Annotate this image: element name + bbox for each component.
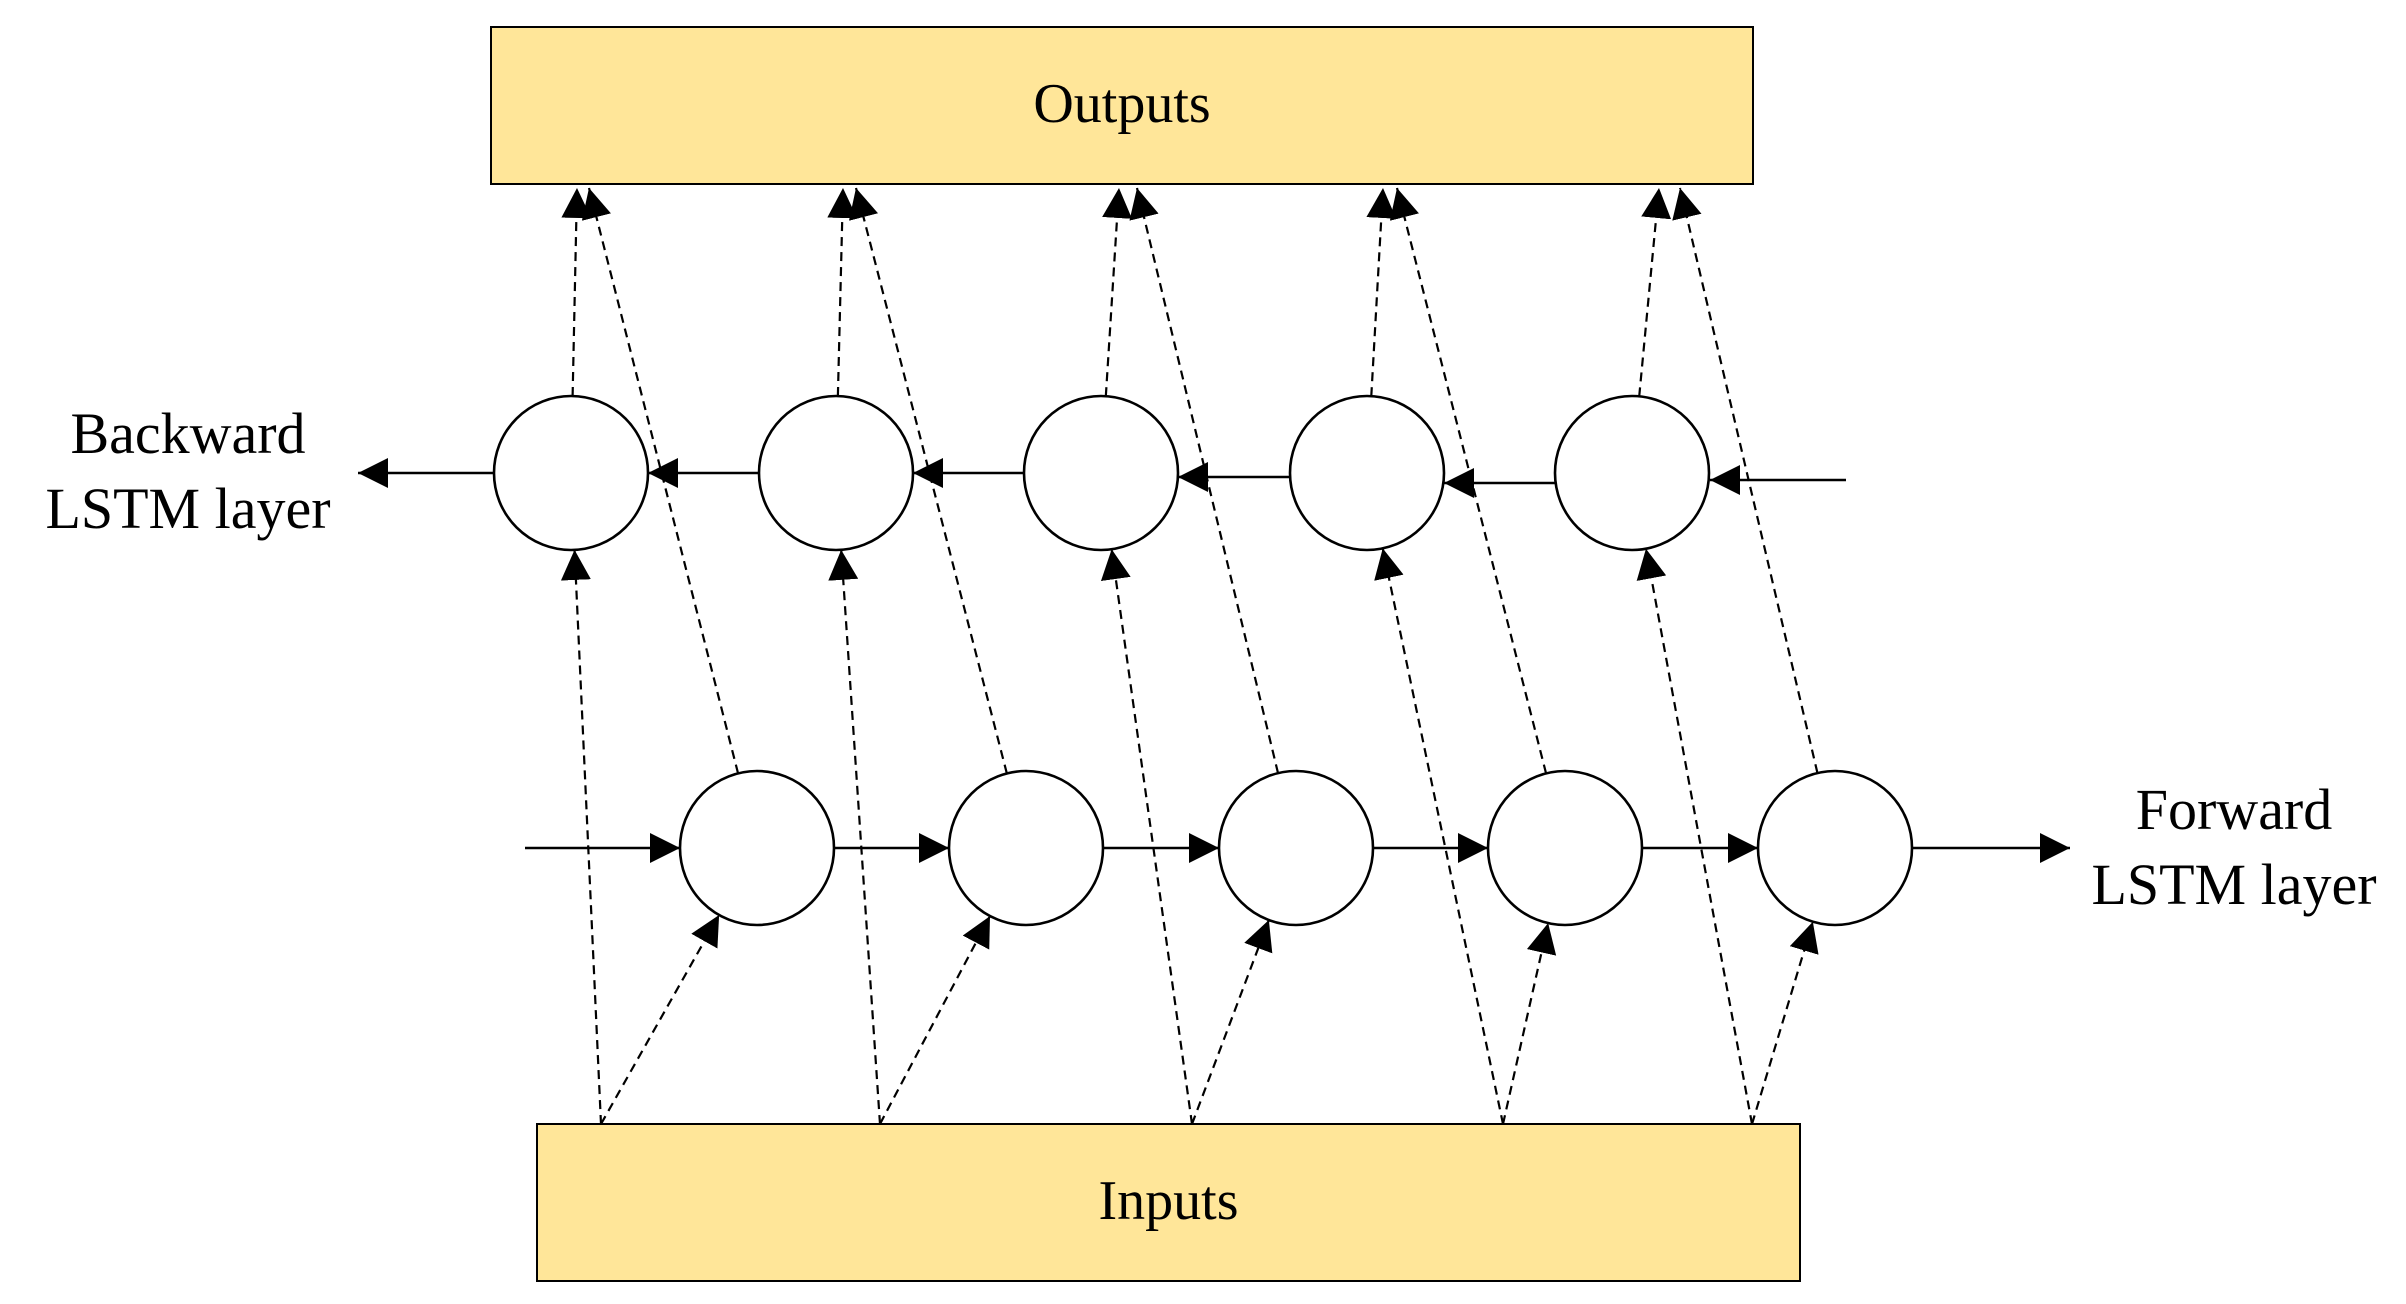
input-to-forward-link — [879, 915, 991, 1125]
lstm-nodes — [492, 394, 1914, 927]
backward-layer-label-line1: Backward — [70, 401, 306, 466]
recurrent-connections — [358, 458, 2070, 863]
backward-lstm-node — [1288, 394, 1446, 552]
forward-lstm-node — [1756, 769, 1914, 927]
outputs-box — [490, 26, 1754, 185]
dashed-connections — [560, 187, 1819, 1125]
forward-layer-label-line2: LSTM layer — [2091, 852, 2377, 918]
forward-layer-label: Forward LSTM layer — [2064, 772, 2404, 923]
input-to-backward-link — [1100, 549, 1194, 1125]
input-to-forward-link — [600, 914, 721, 1125]
backward-to-output-link — [827, 187, 858, 397]
inputs-label: Inputs — [1098, 1170, 1239, 1232]
input-to-backward-link — [828, 549, 882, 1125]
input-to-backward-link — [1636, 548, 1754, 1125]
input-to-forward-link — [1190, 919, 1273, 1125]
backward-layer-label: Backward LSTM layer — [18, 396, 358, 547]
forward-lstm-node — [678, 769, 836, 927]
input-to-forward-link — [1501, 922, 1557, 1125]
backward-to-output-link — [1366, 187, 1397, 397]
backward-to-output-link — [1638, 187, 1672, 397]
input-to-backward-link — [560, 549, 603, 1125]
backward-to-output-link — [1102, 187, 1133, 397]
forward-lstm-node — [947, 769, 1105, 927]
forward-lstm-node — [1486, 769, 1644, 927]
backward-lstm-node — [1553, 394, 1711, 552]
forward-layer-label-line1: Forward — [2135, 777, 2333, 842]
forward-lstm-node — [1217, 769, 1375, 927]
backward-to-output-link — [561, 187, 592, 397]
backward-lstm-node — [757, 394, 915, 552]
outputs-label: Outputs — [1033, 73, 1211, 135]
backward-layer-label-line2: LSTM layer — [45, 476, 331, 542]
backward-lstm-node — [1022, 394, 1180, 552]
input-to-forward-link — [1750, 921, 1819, 1125]
input-to-backward-link — [1374, 548, 1505, 1125]
backward-lstm-node — [492, 394, 650, 552]
inputs-box — [536, 1123, 1801, 1282]
